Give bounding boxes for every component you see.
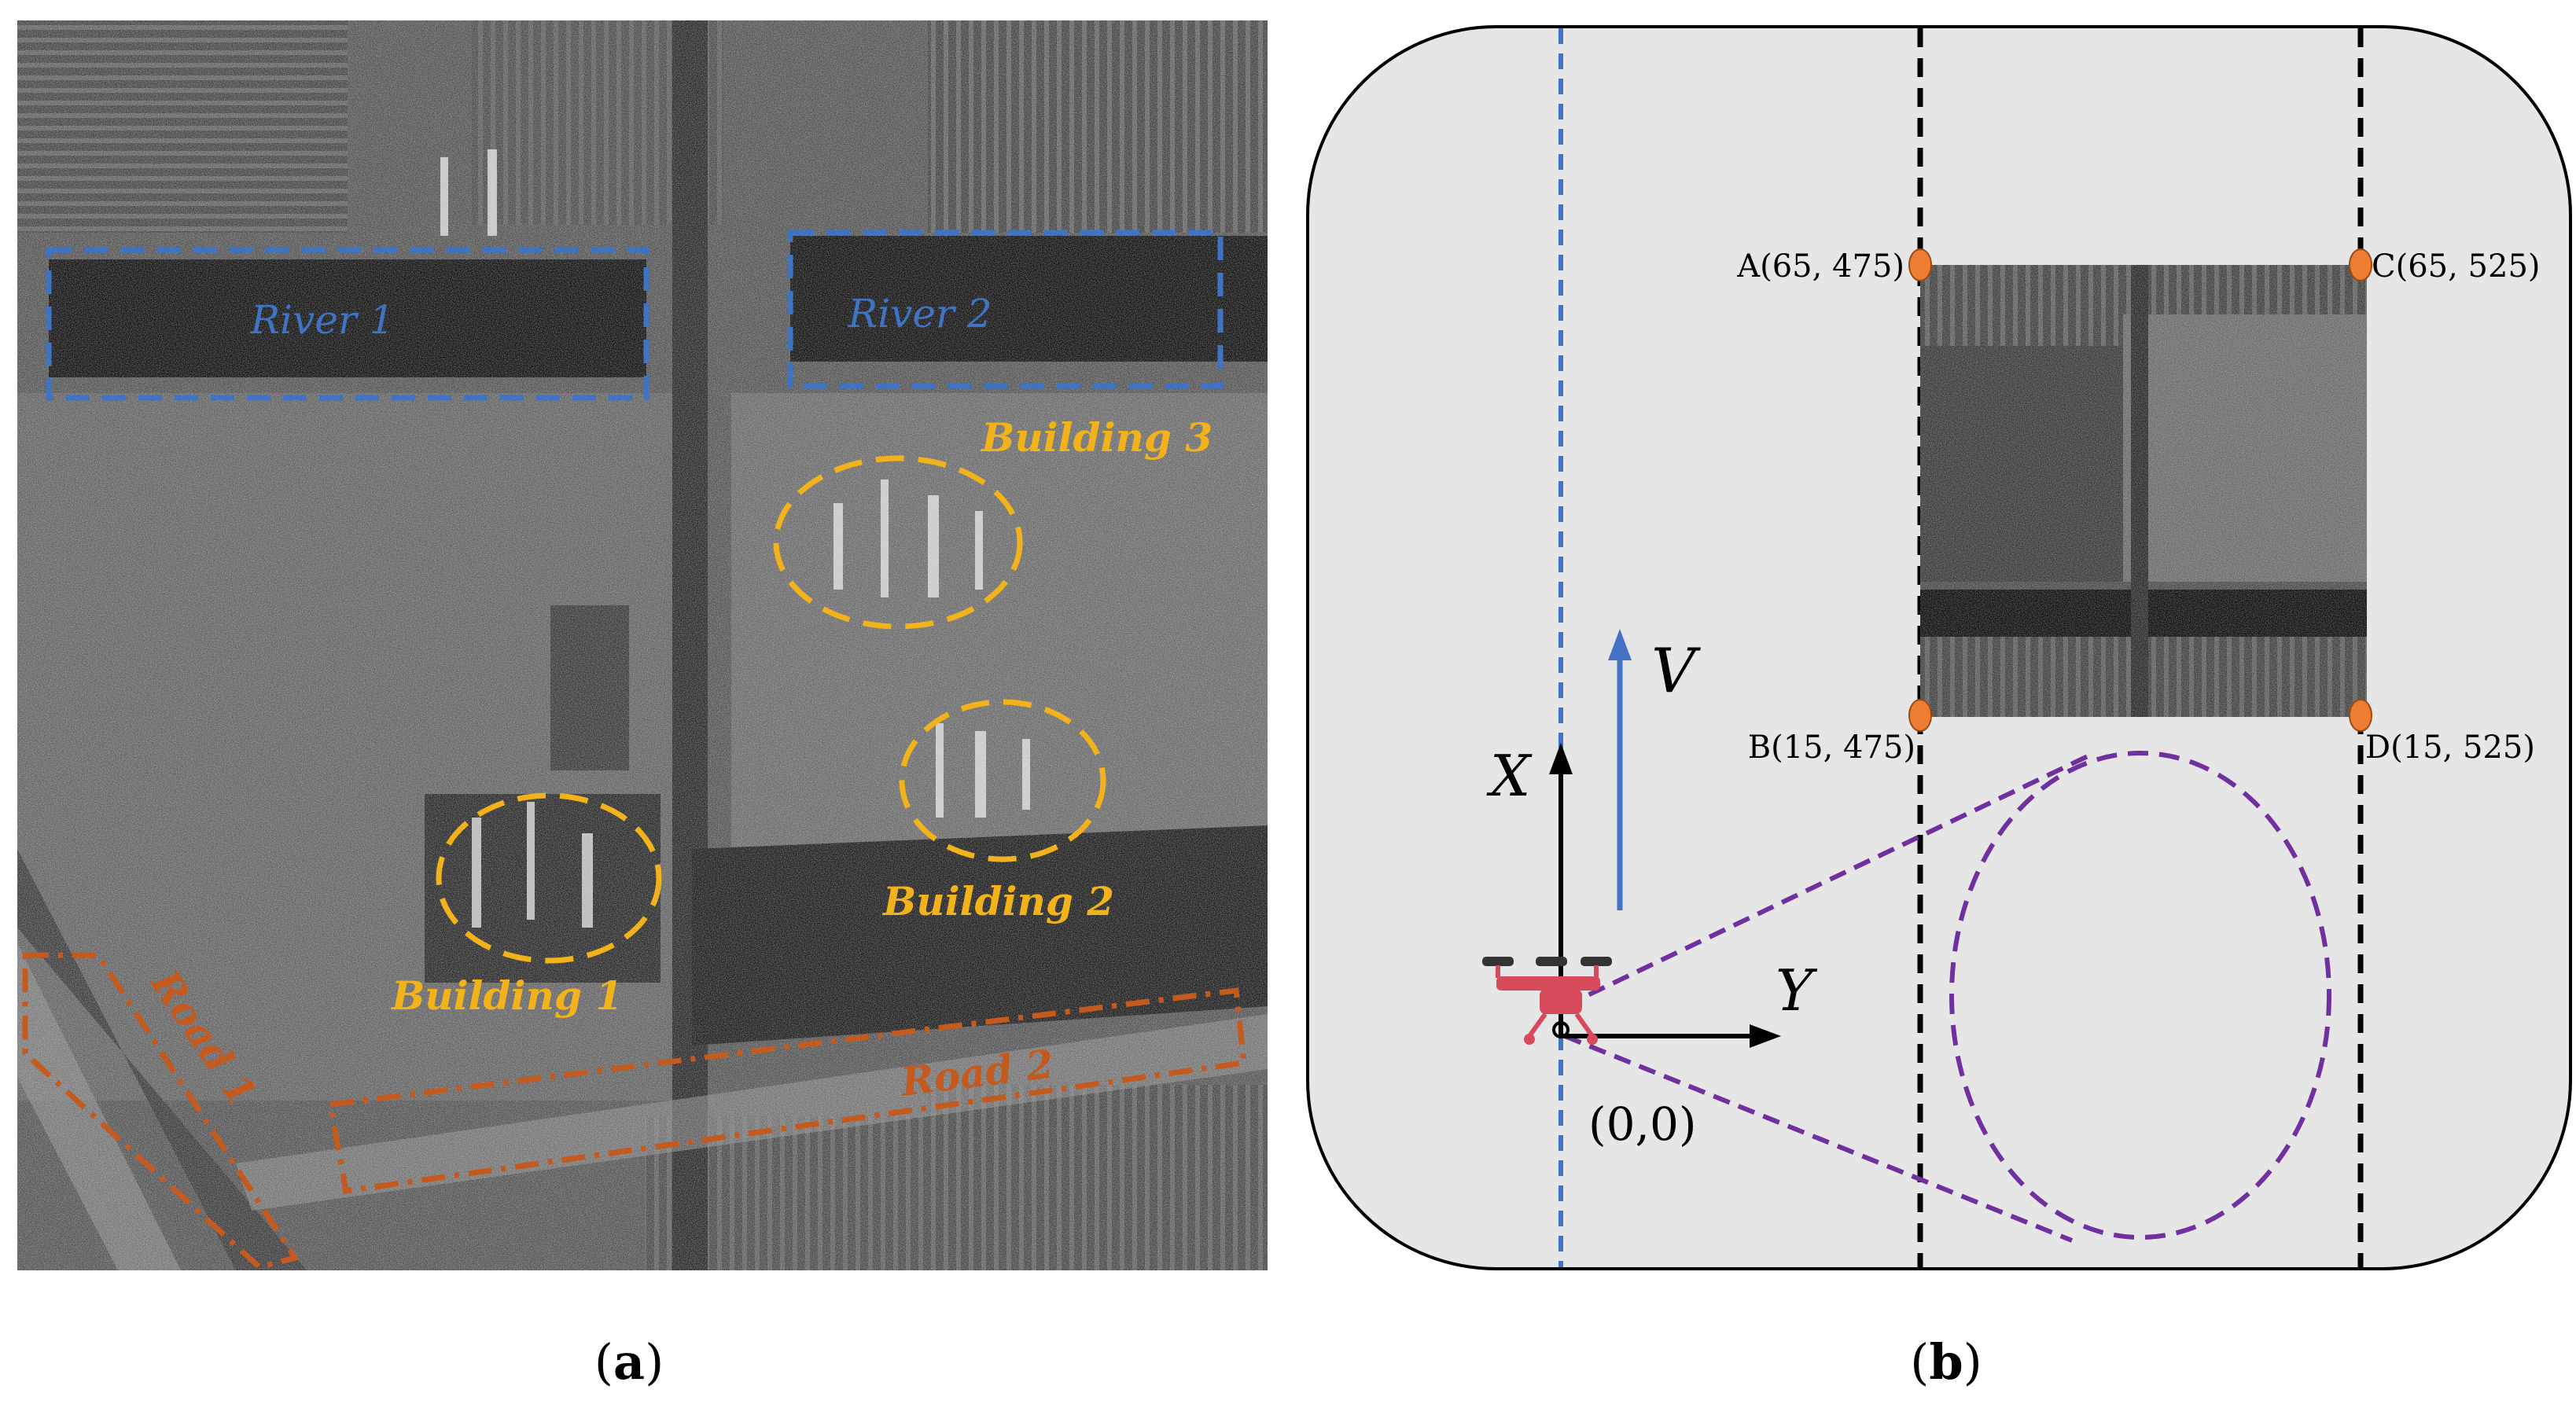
panel-b: A(65, 475) B(15, 475) C(65, 525) D(15, 5… [1306, 25, 2572, 1391]
origin-label: (0,0) [1588, 1097, 1697, 1151]
river-1-box [46, 247, 650, 401]
corner-c-marker [2349, 248, 2372, 281]
corner-c-label: C(65, 525) [2372, 248, 2541, 285]
building-2-ellipse [899, 699, 1106, 862]
caption-b: (b) [1910, 1333, 1982, 1391]
river-2-label: River 2 [847, 291, 992, 336]
road-1-outline [22, 952, 300, 1270]
imaged-scene-inset [1920, 265, 2367, 717]
x-axis-arrowhead [1549, 743, 1573, 774]
corner-b-marker [1908, 699, 1932, 732]
drone-icon [1482, 957, 1612, 1045]
velocity-arrowhead [1608, 629, 1632, 660]
y-axis-label: Y [1776, 957, 1818, 1024]
corner-d-label: D(15, 525) [2365, 730, 2535, 766]
building-1-label: Building 1 [390, 972, 623, 1019]
sar-image [17, 20, 1268, 1270]
building-2-label: Building 2 [881, 878, 1114, 924]
corner-d-marker [2349, 699, 2372, 732]
caption-a: (a) [594, 1333, 664, 1391]
panel-a: River 1 River 2 Building 1 Building 2 Bu… [17, 20, 1268, 1391]
velocity-label: V [1651, 636, 1701, 707]
beam-lower-edge [1563, 1034, 2074, 1243]
building-3-ellipse [773, 455, 1023, 630]
y-axis-arrowhead [1750, 1024, 1781, 1048]
river-2-box [787, 230, 1224, 389]
corner-a-label: A(65, 475) [1736, 248, 1904, 285]
beam-footprint-ellipse [1949, 751, 2331, 1240]
building-1-ellipse [436, 792, 662, 964]
corner-b-label: B(15, 475) [1748, 730, 1915, 766]
corner-a-marker [1908, 248, 1932, 281]
road-2-outline [326, 987, 1247, 1194]
river-1-label: River 1 [249, 297, 394, 343]
x-axis-label: X [1486, 743, 1533, 809]
beam-upper-edge [1563, 754, 2089, 1009]
building-3-label: Building 3 [980, 414, 1213, 461]
